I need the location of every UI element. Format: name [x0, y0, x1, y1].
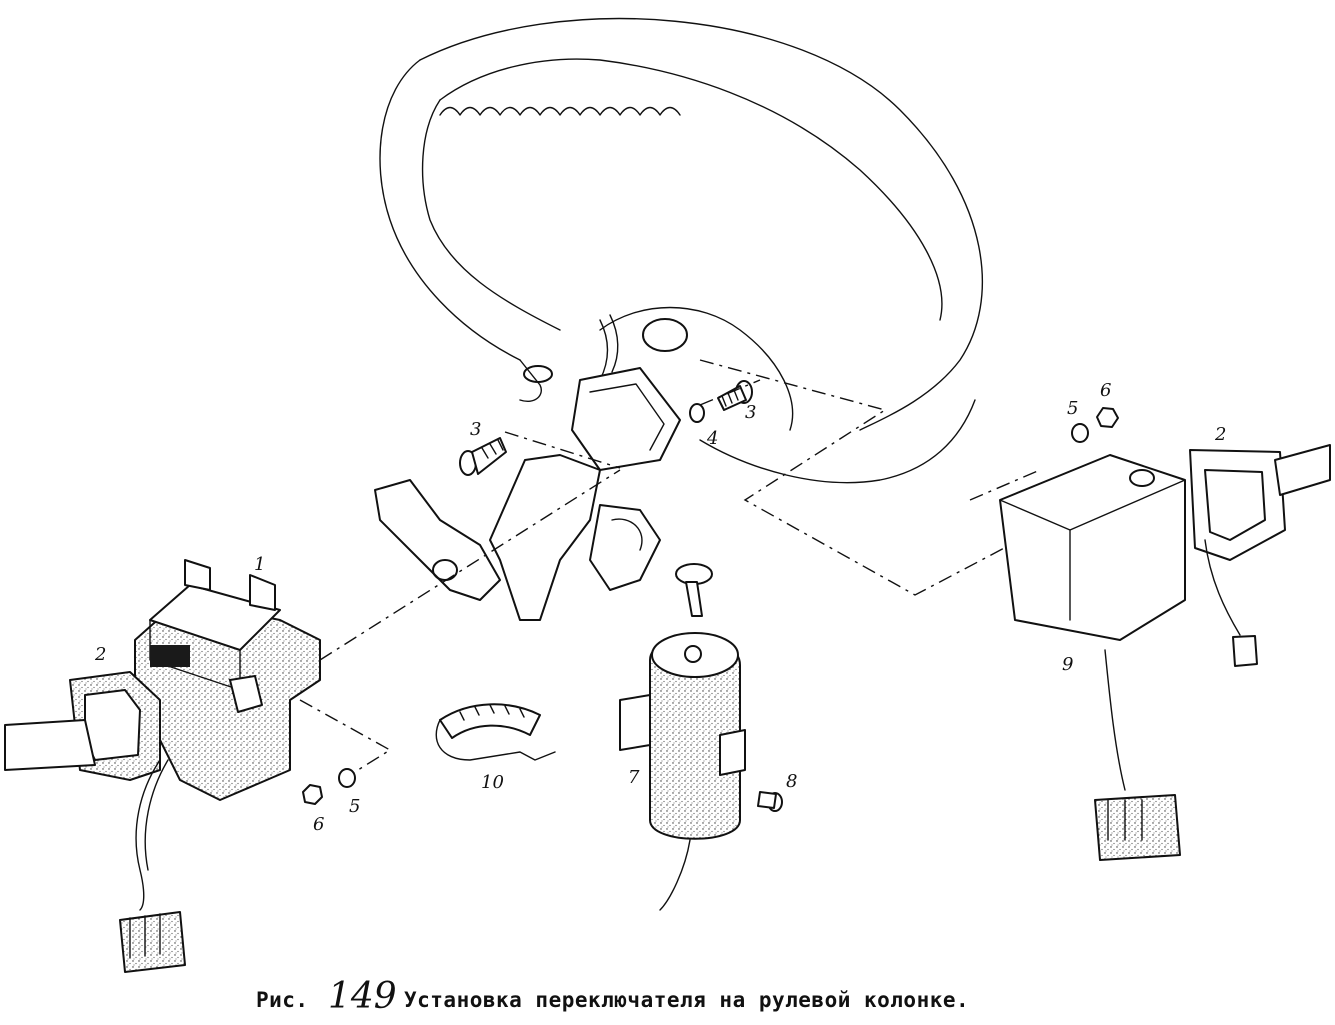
- callout-1: 1: [254, 554, 265, 575]
- caption-figure-number: 149: [328, 976, 397, 1017]
- assembly-leader-lines: [299, 359, 1041, 776]
- caption-title: Установка переключателя на рулевой колон…: [404, 988, 970, 1012]
- callout-2-left: 2: [94, 644, 106, 665]
- nut-6-right: [1096, 407, 1119, 428]
- callout-5-right: 5: [1067, 398, 1078, 419]
- hose-clamp-10: [435, 703, 556, 761]
- washer-5-left: [338, 768, 356, 788]
- callout-5-left: 5: [349, 796, 360, 817]
- callout-3-right: 3: [745, 402, 756, 423]
- washer-5-right: [1071, 423, 1089, 443]
- screw-3-right: [717, 380, 753, 411]
- screw-3-left: [459, 437, 507, 476]
- callout-9: 9: [1062, 654, 1073, 675]
- callout-8: 8: [786, 771, 797, 792]
- nut-6-left: [302, 784, 323, 805]
- callout-7: 7: [628, 767, 640, 788]
- caption-prefix: Рис.: [256, 988, 309, 1012]
- callout-6-left: 6: [313, 814, 324, 835]
- callout-6-right: 6: [1100, 380, 1111, 401]
- screw-8: [757, 791, 783, 812]
- lock-washer-4: [689, 403, 705, 423]
- ignition-lock-7: [619, 632, 746, 911]
- column-bracket: [374, 367, 681, 621]
- callout-4: 4: [706, 428, 718, 449]
- callout-3-left: 3: [470, 419, 481, 440]
- right-switch-assembly: [999, 444, 1331, 861]
- steering-wheel: [379, 17, 983, 484]
- ignition-key: [675, 563, 713, 617]
- callout-2-right: 2: [1214, 424, 1226, 445]
- figure-caption: Рис. 149 Установка переключателя на руле…: [0, 976, 1335, 1018]
- left-switch-assembly: [4, 559, 321, 973]
- callout-10: 10: [481, 772, 504, 793]
